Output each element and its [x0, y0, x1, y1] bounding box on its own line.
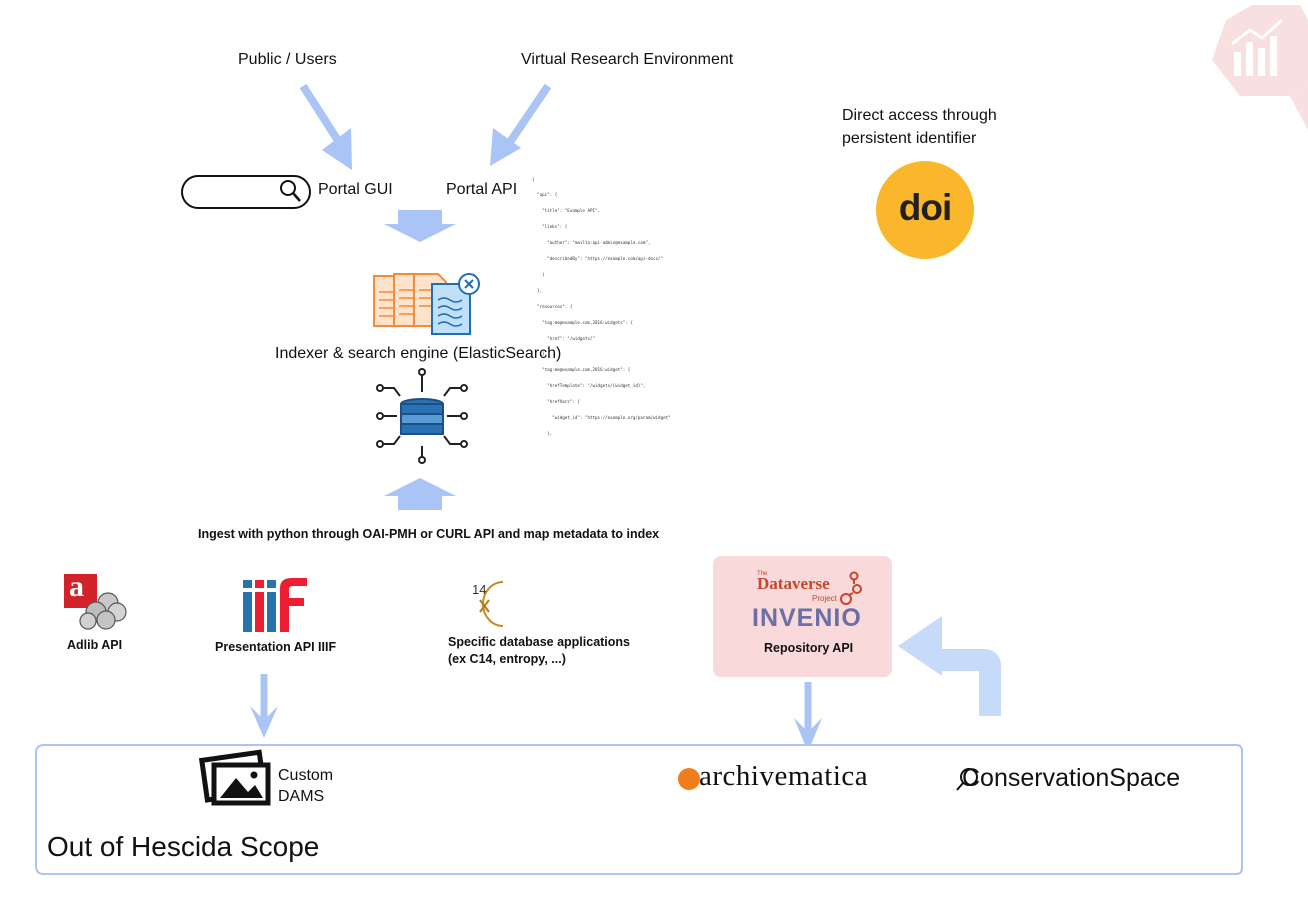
custom-dams-label: Custom DAMS [278, 767, 334, 805]
out-of-scope-label: Out of Hescida Scope [47, 831, 320, 862]
portal-api-label[interactable]: Portal API [446, 181, 518, 198]
archivematica-logo-icon [678, 768, 700, 790]
adlib-logo-letter: a [69, 570, 84, 603]
portal-gui-label[interactable]: Portal GUI [318, 181, 393, 198]
c14-logo-icon [479, 581, 504, 627]
iiif-logo-icon [243, 578, 307, 632]
out-of-scope-box [35, 744, 1243, 875]
direct-access-label: Direct access through persistent identif… [842, 107, 997, 147]
ingest-label: Ingest with python through OAI-PMH or CU… [198, 527, 660, 541]
indexer-label: Indexer & search engine (ElasticSearch) [275, 345, 562, 362]
adlib-api-label: Adlib API [67, 638, 123, 652]
specific-db-label: Specific database applications (ex C14, … [448, 635, 631, 666]
iiif-api-label: Presentation API IIIF [215, 640, 337, 654]
c14-number: 14 [472, 582, 487, 597]
dataverse-small-bottom: Project [812, 594, 837, 603]
archivematica-logo-text: archivematica [699, 760, 869, 792]
arrow-conservation-to-repository [898, 616, 1001, 716]
arrow-ingest-to-indexer [384, 478, 456, 510]
image-gallery-icon [198, 749, 271, 806]
search-box-icon [181, 175, 311, 209]
api-json-snippet: { "api": { "title": "Example API", "link… [532, 176, 671, 436]
arrow-vre-to-portal-api [490, 83, 552, 166]
dataverse-small-top: The [757, 571, 768, 577]
arrow-repository-to-archivematica [794, 682, 822, 752]
invenio-logo-text: INVENIO [752, 604, 862, 632]
conservation-space-logo-text: ConservationSpace [962, 764, 1181, 792]
arrow-iiif-to-dams [250, 674, 278, 738]
dataverse-logo-text: Dataverse [757, 574, 830, 593]
public-users-label: Public / Users [238, 51, 337, 68]
database-connections-icon [376, 368, 468, 464]
repository-api-label: Repository API [764, 641, 854, 655]
hexagon-chart-watermark-icon [1212, 5, 1308, 130]
conservation-space-logo-icon [956, 768, 978, 791]
repository-api-box [713, 556, 892, 677]
documents-index-icon [373, 273, 480, 335]
dataverse-network-icon [840, 571, 862, 605]
adlib-logo-icon [64, 574, 127, 630]
vre-label: Virtual Research Environment [521, 51, 734, 68]
arrow-portal-to-indexer [384, 210, 456, 242]
doi-logo-icon [876, 161, 974, 259]
doi-logo-text: doi [898, 187, 952, 228]
arrow-public-to-portal-gui [299, 83, 352, 170]
